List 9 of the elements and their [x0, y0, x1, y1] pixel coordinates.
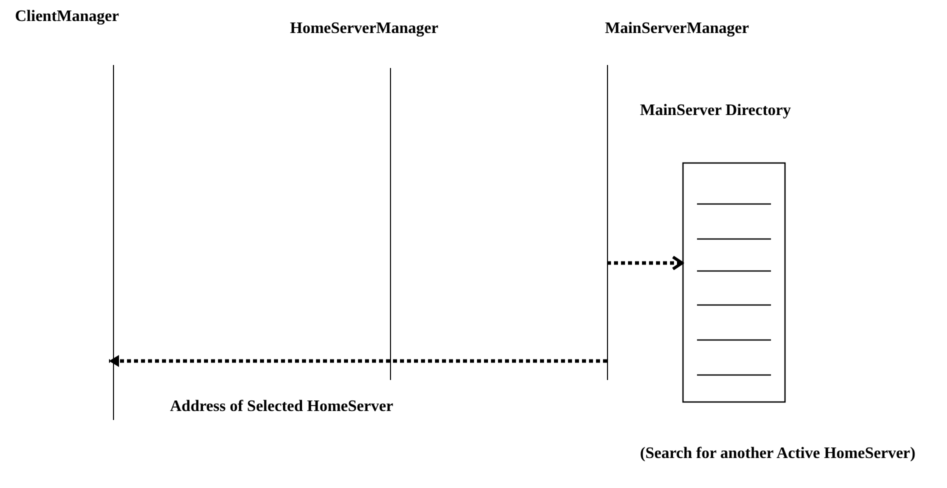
note-text: (Search for another Active HomeServer) [640, 444, 916, 464]
lifeline-header: HomeServerManager [290, 20, 438, 38]
directory-list-box [682, 162, 786, 403]
arrow [607, 256, 684, 270]
arrow [109, 355, 607, 367]
directory-title: MainServer Directory [640, 102, 791, 120]
edge-label: Address of Selected HomeServer [170, 398, 394, 416]
lifeline-header: ClientManager [15, 8, 119, 26]
lifeline-header: MainServerManager [605, 20, 749, 38]
